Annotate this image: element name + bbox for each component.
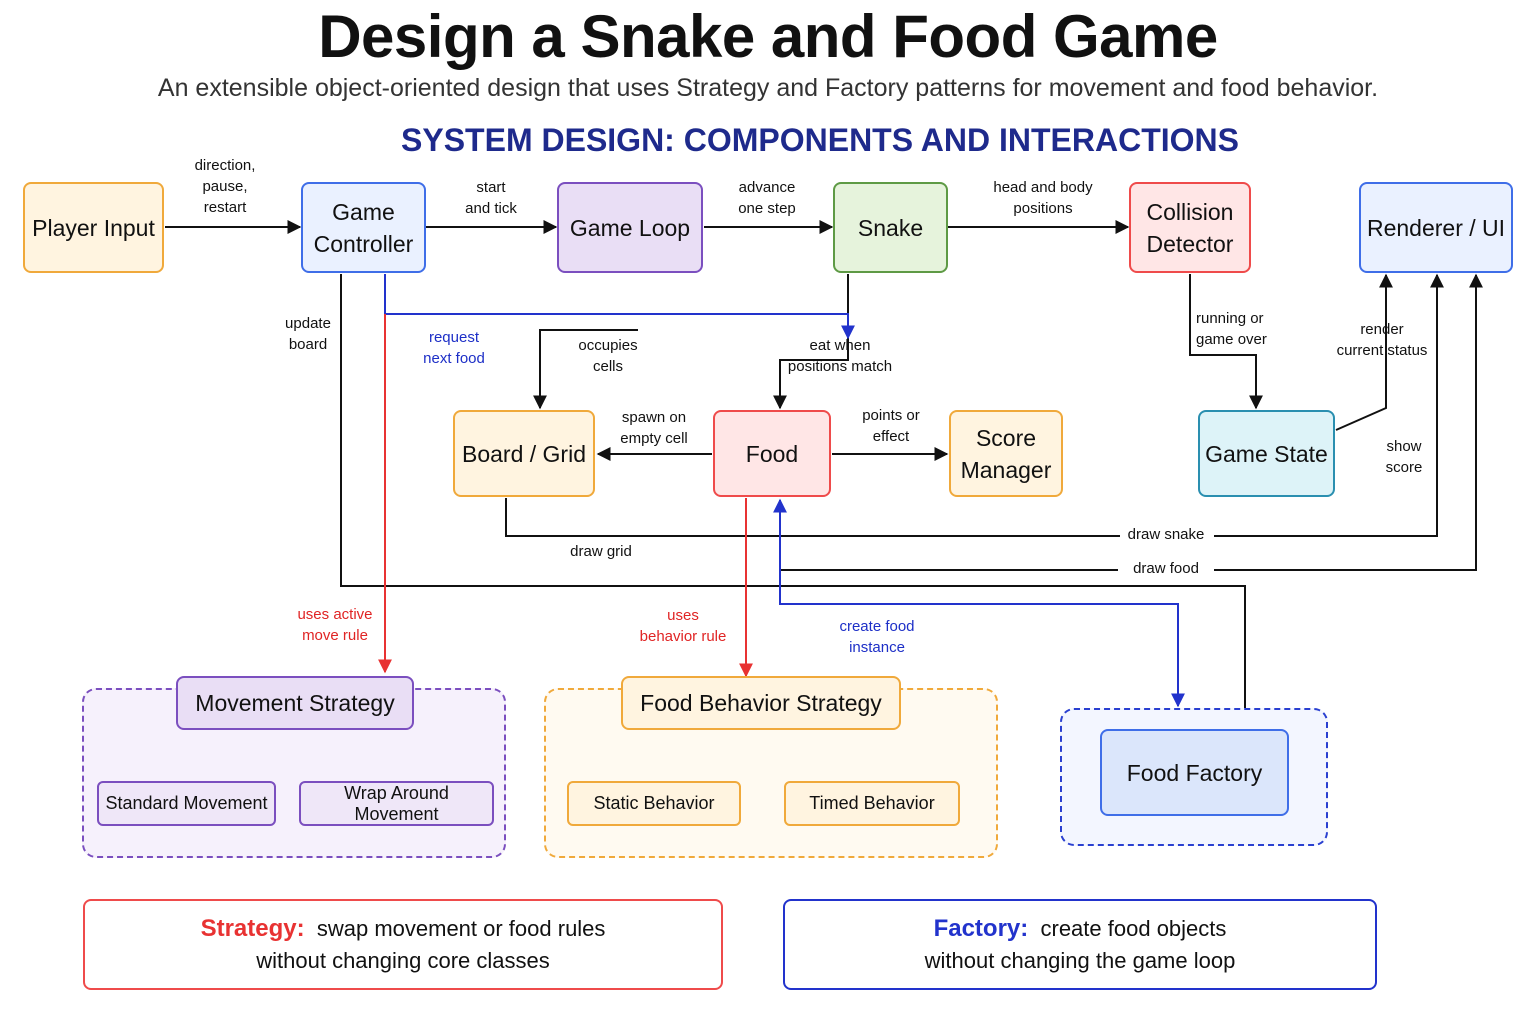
label-occupies: occupies cells xyxy=(578,337,638,375)
edge-request-food xyxy=(384,274,855,340)
label-draw-grid: draw grid xyxy=(570,543,632,560)
label-update-board: update board xyxy=(285,315,331,353)
snake-node: Snake xyxy=(833,182,948,273)
edge-draw-snake-b xyxy=(1214,273,1444,537)
board-grid-node: Board / Grid xyxy=(453,410,595,497)
wrap-around-movement-node: Wrap Around Movement xyxy=(299,781,494,826)
section-title: SYSTEM DESIGN: COMPONENTS AND INTERACTIO… xyxy=(401,122,1239,158)
food-behavior-strategy-node: Food Behavior Strategy xyxy=(621,676,901,730)
label-uses-behavior: uses behavior rule xyxy=(639,607,727,645)
strategy-keyword: Strategy: xyxy=(200,915,305,942)
food-factory-node: Food Factory xyxy=(1100,729,1289,816)
label-head-body: head and body positions xyxy=(993,179,1093,217)
label-uses-move: uses active move rule xyxy=(297,606,373,644)
label-create-food: create food instance xyxy=(839,618,915,656)
label-points: points or effect xyxy=(862,407,920,445)
strategy-line2: without changing core classes xyxy=(256,948,550,973)
label-eat: eat when positions match xyxy=(787,337,893,375)
standard-movement-node: Standard Movement xyxy=(97,781,276,826)
factory-line1: create food objects xyxy=(1040,916,1227,941)
factory-line2: without changing the game loop xyxy=(924,948,1236,973)
label-draw-snake: draw snake xyxy=(1127,526,1205,543)
label-spawn: spawn on empty cell xyxy=(620,409,688,447)
movement-strategy-node: Movement Strategy xyxy=(176,676,414,730)
factory-keyword: Factory: xyxy=(933,915,1029,942)
score-manager-node: Score Manager xyxy=(949,410,1063,497)
label-draw-food: draw food xyxy=(1133,560,1199,577)
label-start-tick: start and tick xyxy=(465,179,517,217)
page-title: Design a Snake and Food Game xyxy=(318,3,1218,70)
collision-detector-node: Collision Detector xyxy=(1129,182,1251,273)
page-subtitle: An extensible object-oriented design tha… xyxy=(157,74,1379,102)
edge-update-board xyxy=(340,274,1246,708)
label-request-food: request next food xyxy=(423,329,485,367)
edge-render-status xyxy=(1335,273,1393,431)
timed-behavior-node: Timed Behavior xyxy=(784,781,960,826)
edge-running xyxy=(1189,274,1263,410)
strategy-line1: swap movement or food rules xyxy=(316,916,606,941)
food-node: Food xyxy=(713,410,831,497)
label-show-score: show score xyxy=(1385,438,1423,476)
label-advance: advance one step xyxy=(738,179,796,217)
edge-draw-food-b xyxy=(1214,273,1483,571)
renderer-node: Renderer / UI xyxy=(1359,182,1513,273)
label-running: running or game over xyxy=(1196,310,1267,348)
label-direction: direction, pause, restart xyxy=(194,157,256,216)
strategy-legend: Strategy: swap movement or food rules wi… xyxy=(83,899,723,990)
edge-occupies xyxy=(533,329,638,410)
game-state-node: Game State xyxy=(1198,410,1335,497)
edge-draw-snake xyxy=(505,498,1120,537)
game-loop-node: Game Loop xyxy=(557,182,703,273)
label-render-status: render current status xyxy=(1336,321,1428,359)
factory-legend: Factory: create food objects without cha… xyxy=(783,899,1377,990)
game-controller-node: Game Controller xyxy=(301,182,426,273)
player-input-node: Player Input xyxy=(23,182,164,273)
static-behavior-node: Static Behavior xyxy=(567,781,741,826)
